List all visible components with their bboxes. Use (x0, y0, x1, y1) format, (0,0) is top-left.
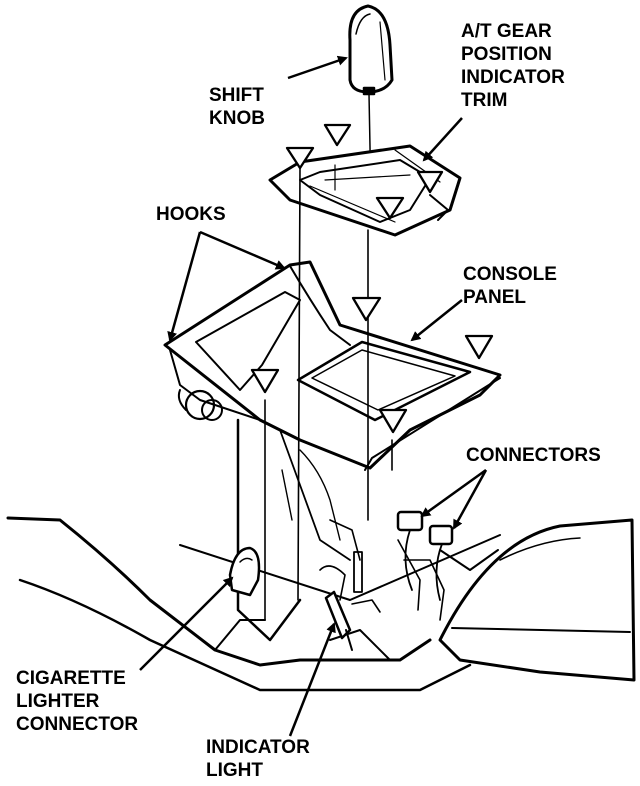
gear-trim-label-line: POSITION (461, 44, 552, 65)
hooks-label: HOOKS (156, 203, 226, 226)
alignment-guide-lines (264, 167, 393, 621)
connectors-arrow-left (420, 468, 487, 518)
console-panel-label-line: PANEL (463, 287, 526, 308)
gear-trim-label-line: A/T GEAR (461, 21, 552, 42)
shift-knob-part (348, 4, 394, 201)
cigarette-lighter-label-line: CIGARETTE (16, 668, 126, 689)
cigarette-lighter-label-line: LIGHTER (16, 691, 100, 712)
indicator-light-arrow (288, 622, 336, 737)
console-panel-part (163, 260, 502, 471)
shift-knob-label-line: SHIFT (209, 85, 264, 106)
console-base-outline (6, 516, 501, 692)
gear-trim-label: A/T GEAR POSITION INDICATOR TRIM (461, 20, 565, 112)
indicator-light-label-line: INDICATOR (206, 737, 310, 758)
connector-plugs (396, 510, 454, 601)
connectors-arrow-right (452, 469, 488, 530)
hooks-arrow-left (167, 231, 202, 342)
leader-arrows (139, 55, 488, 737)
gear-indicator-trim-part (268, 144, 462, 237)
shift-knob-arrow (287, 55, 348, 80)
connectors-label: CONNECTORS (466, 444, 601, 467)
cigarette-lighter-connector-part (228, 546, 261, 597)
indicator-light-label-line: LIGHT (206, 760, 263, 781)
gear-trim-label-line: TRIM (461, 90, 508, 111)
cigarette-lighter-label-line: CONNECTOR (16, 714, 139, 735)
hooks-label-line: HOOKS (156, 204, 226, 225)
console-panel-label: CONSOLE PANEL (463, 263, 557, 309)
shift-knob-label-line: KNOB (209, 108, 265, 129)
indicator-light-part (324, 590, 353, 651)
gear-trim-arrow (422, 117, 463, 162)
connectors-label-line: CONNECTORS (466, 445, 601, 466)
reference-triangles (250, 123, 494, 434)
console-panel-arrow (410, 299, 463, 342)
console-panel-label-line: CONSOLE (463, 264, 557, 285)
shift-knob-label: SHIFT KNOB (209, 84, 265, 130)
indicator-light-label: INDICATOR LIGHT (206, 736, 310, 782)
gear-trim-label-line: INDICATOR (461, 67, 565, 88)
hooks-arrow-right (199, 230, 286, 270)
armrest-part (438, 518, 636, 682)
cigarette-lighter-arrow (139, 576, 234, 671)
cigarette-lighter-label: CIGARETTE LIGHTER CONNECTOR (16, 667, 138, 736)
